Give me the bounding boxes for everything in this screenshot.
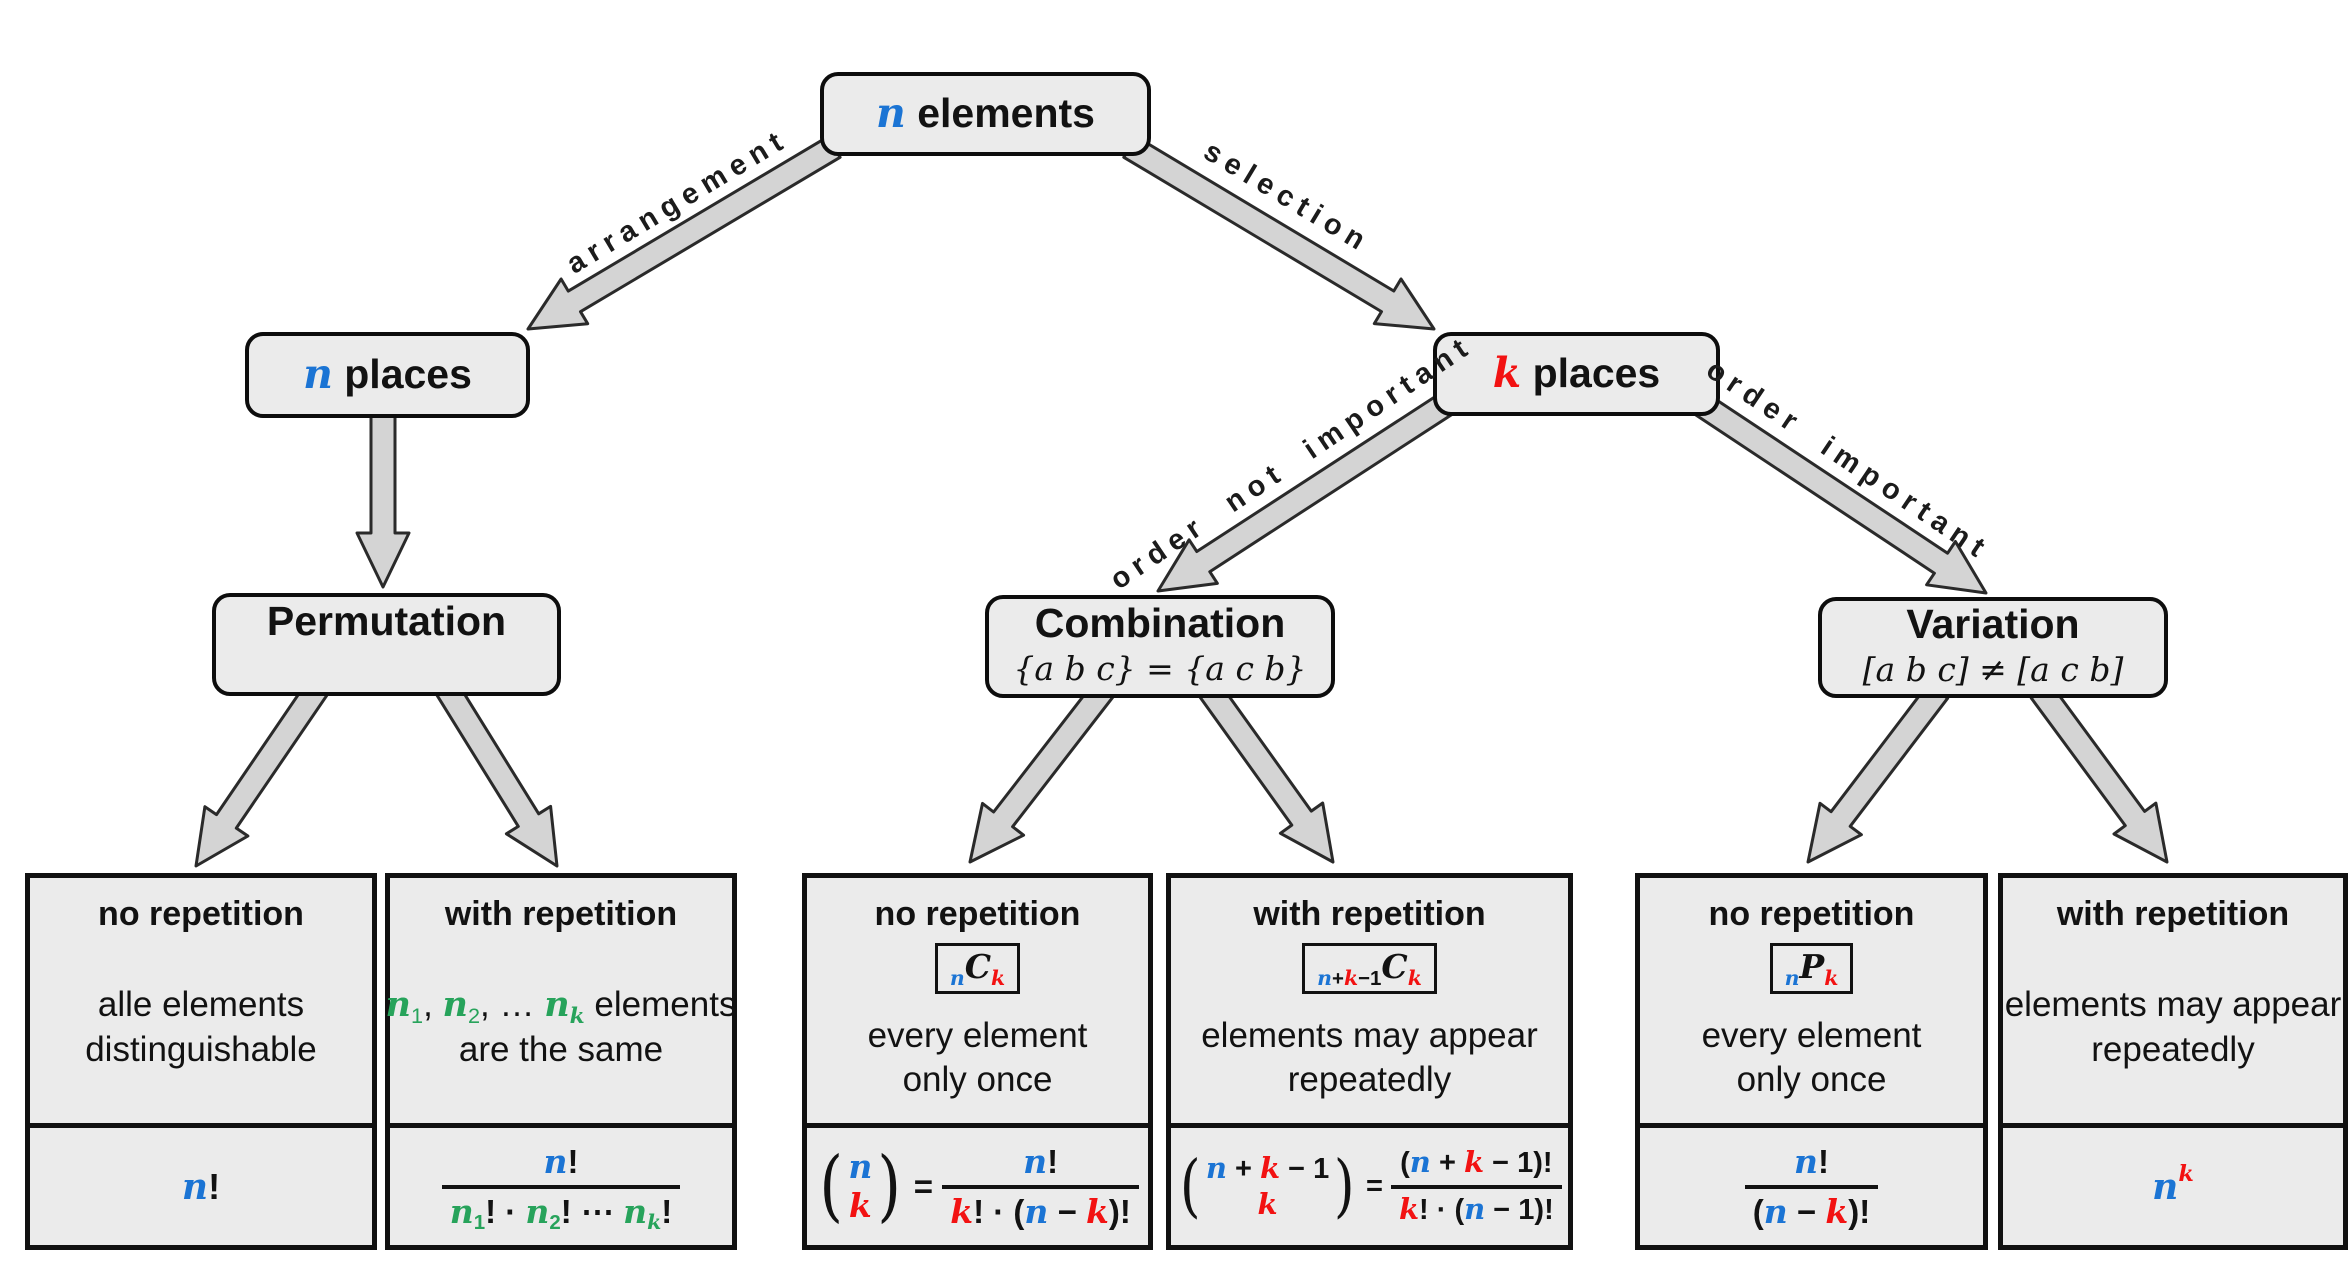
node-n-places: n places — [245, 332, 530, 418]
arrow-permutation-to-with-repetition — [434, 679, 559, 868]
notation-badge-nCk: nCk — [934, 943, 1021, 994]
description-line: only once — [902, 1060, 1053, 1100]
leaf-description: elements may appear repeatedly — [1201, 994, 1538, 1123]
fraction: (n + k − 1)!k! · (n − 1)! — [1390, 1145, 1562, 1227]
leaf-top: with repetition n1, n2, … nk elements ar… — [386, 878, 737, 1123]
description-line: repeatedly — [2091, 1030, 2255, 1070]
node-subtitle: {a b c} = {a c b} — [1013, 649, 1307, 689]
notation-badge-n+k-1Ck: n+k−1Ck — [1302, 943, 1437, 994]
arrow-variation-to-with-repetition — [2029, 682, 2169, 864]
arrow-n-places-to-permutation — [355, 407, 411, 589]
description-line: repeatedly — [1287, 1060, 1452, 1100]
leaf-description: every element only once — [868, 994, 1088, 1123]
math-var-k: k — [1492, 349, 1522, 398]
formula-tokens: n! — [181, 1165, 221, 1208]
fraction-bar — [942, 1184, 1139, 1189]
leaf-combination-no-repetition: no repetition nCk every element only onc… — [802, 873, 1153, 1250]
formula: n!n1! · n2! ⋯ nk! — [441, 1142, 681, 1234]
leaf-combination-with-repetition: with repetition n+k−1Ck elements may app… — [1166, 873, 1573, 1250]
node-title-text: places — [1521, 350, 1661, 397]
node-combination: Combination {a b c} = {a c b} — [985, 595, 1335, 698]
node-title-text: elements — [905, 90, 1095, 137]
arrow-n-elements-to-n-places — [526, 135, 842, 331]
fraction-bar — [1390, 1184, 1562, 1189]
arrow-permutation-to-no-repetition — [194, 678, 330, 868]
leaf-title: with repetition — [444, 895, 678, 933]
notation-badge-nPk: nPk — [1769, 943, 1854, 994]
math-var-n: n — [303, 350, 333, 399]
leaf-description: alle elements distinguishable — [85, 933, 317, 1123]
leaf-top: with repetition elements may appear repe… — [2003, 878, 2343, 1123]
leaf-title: with repetition — [1253, 895, 1486, 933]
leaf-variation-with-repetition: with repetition elements may appear repe… — [1998, 873, 2348, 1250]
description-line: every element — [867, 1015, 1088, 1055]
fraction: n!n1! · n2! ⋯ nk! — [441, 1142, 681, 1234]
leaf-description: n1, n2, … nk elements are the same — [386, 933, 737, 1123]
description-line: every element — [1701, 1015, 1922, 1055]
description-line: elements may appear — [1201, 1015, 1538, 1055]
leaf-variation-no-repetition: no repetition nPk every element only onc… — [1635, 873, 1988, 1250]
leaf-top: no repetition nPk every element only onc… — [1640, 878, 1983, 1123]
leaf-title: no repetition — [98, 895, 304, 933]
leaf-formula-section: n! — [30, 1123, 372, 1245]
leaf-formula-section: n!n1! · n2! ⋯ nk! — [390, 1123, 732, 1245]
node-title: Permutation — [266, 597, 507, 644]
leaf-permutation-no-repetition: no repetition alle elements distinguisha… — [25, 873, 377, 1250]
arrow-k-places-to-variation — [1692, 392, 1988, 595]
description-line: are the same — [458, 1030, 664, 1070]
leaf-description: elements may appear repeatedly — [2005, 933, 2342, 1123]
fraction-bar — [441, 1184, 681, 1189]
node-subtitle: [a b c] ≠ [a c b] — [1862, 650, 2124, 690]
formula-tokens: = — [1357, 1170, 1391, 1202]
leaf-title: no repetition — [1708, 895, 1915, 933]
node-title: Variation — [1906, 600, 2080, 647]
math-var-n: n — [876, 89, 906, 138]
formula: n! — [182, 1166, 220, 1208]
formula-tokens: = — [904, 1167, 943, 1205]
arrow-n-elements-to-k-places — [1122, 135, 1436, 331]
leaf-permutation-with-repetition: with repetition n1, n2, … nk elements ar… — [385, 873, 737, 1250]
description-line: alle elements — [97, 985, 305, 1025]
node-title: Combination — [1034, 599, 1286, 646]
leaf-title: with repetition — [2056, 895, 2290, 933]
arrow-variation-to-no-repetition — [1806, 682, 1950, 864]
description-line: only once — [1736, 1060, 1887, 1100]
leaf-description: every element only once — [1702, 994, 1922, 1123]
fraction: n!k! · (n − k)! — [942, 1142, 1139, 1231]
leaf-top: with repetition n+k−1Ck elements may app… — [1171, 878, 1568, 1123]
node-title-text: places — [332, 351, 472, 398]
formula: n!(n − k)! — [1744, 1142, 1879, 1231]
description-line: distinguishable — [85, 1030, 317, 1070]
node-title: n places — [303, 352, 472, 397]
fraction: n!(n − k)! — [1744, 1142, 1879, 1231]
leaf-top: no repetition alle elements distinguisha… — [30, 878, 372, 1123]
leaf-formula-section: n!(n − k)! — [1640, 1123, 1983, 1245]
arrow-k-places-to-combination — [1156, 392, 1454, 593]
node-permutation: Permutation — [212, 593, 561, 696]
node-variation: Variation [a b c] ≠ [a c b] — [1818, 597, 2168, 698]
arrow-combination-to-with-repetition — [1197, 680, 1335, 864]
node-n-elements: n elements — [820, 72, 1151, 156]
fraction-bar — [1744, 1184, 1879, 1189]
node-title: k places — [1493, 351, 1660, 396]
node-k-places: k places — [1433, 332, 1720, 416]
description-line: n1, n2, … nk elements — [385, 984, 737, 1029]
leaf-title: no repetition — [874, 895, 1081, 933]
node-title: n elements — [876, 91, 1095, 136]
leaf-top: no repetition nCk every element only onc… — [807, 878, 1148, 1123]
description-line: elements may appear — [2004, 985, 2342, 1025]
arrow-combination-to-no-repetition — [968, 680, 1115, 864]
